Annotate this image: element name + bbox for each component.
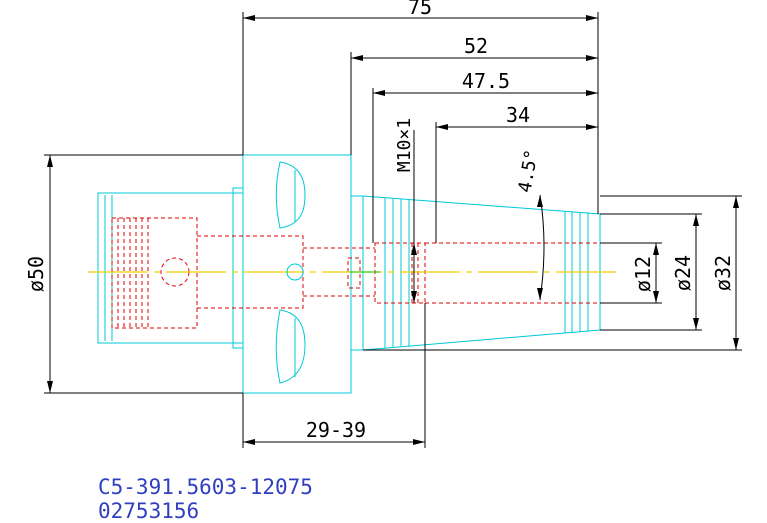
hidden-lines (111, 217, 600, 329)
part-code: C5-391.5603-12075 (98, 475, 313, 499)
dim-angle: 4.5° (514, 148, 542, 194)
dim-47-5: 47.5 (462, 69, 510, 93)
center-lines (88, 263, 620, 281)
dim-thread: M10×1 (394, 118, 415, 172)
dim-75: 75 (408, 0, 432, 19)
dim-dia-24: ø24 (671, 255, 695, 291)
dim-52: 52 (464, 34, 488, 58)
dim-dia-12: ø12 (631, 256, 655, 292)
part-number: 02753156 (98, 499, 199, 523)
dim-dia-32: ø32 (711, 255, 735, 291)
dim-range: 29-39 (306, 418, 366, 442)
dim-dia-50: ø50 (24, 256, 48, 292)
dimension-lines (44, 12, 742, 448)
dim-34: 34 (506, 103, 530, 127)
